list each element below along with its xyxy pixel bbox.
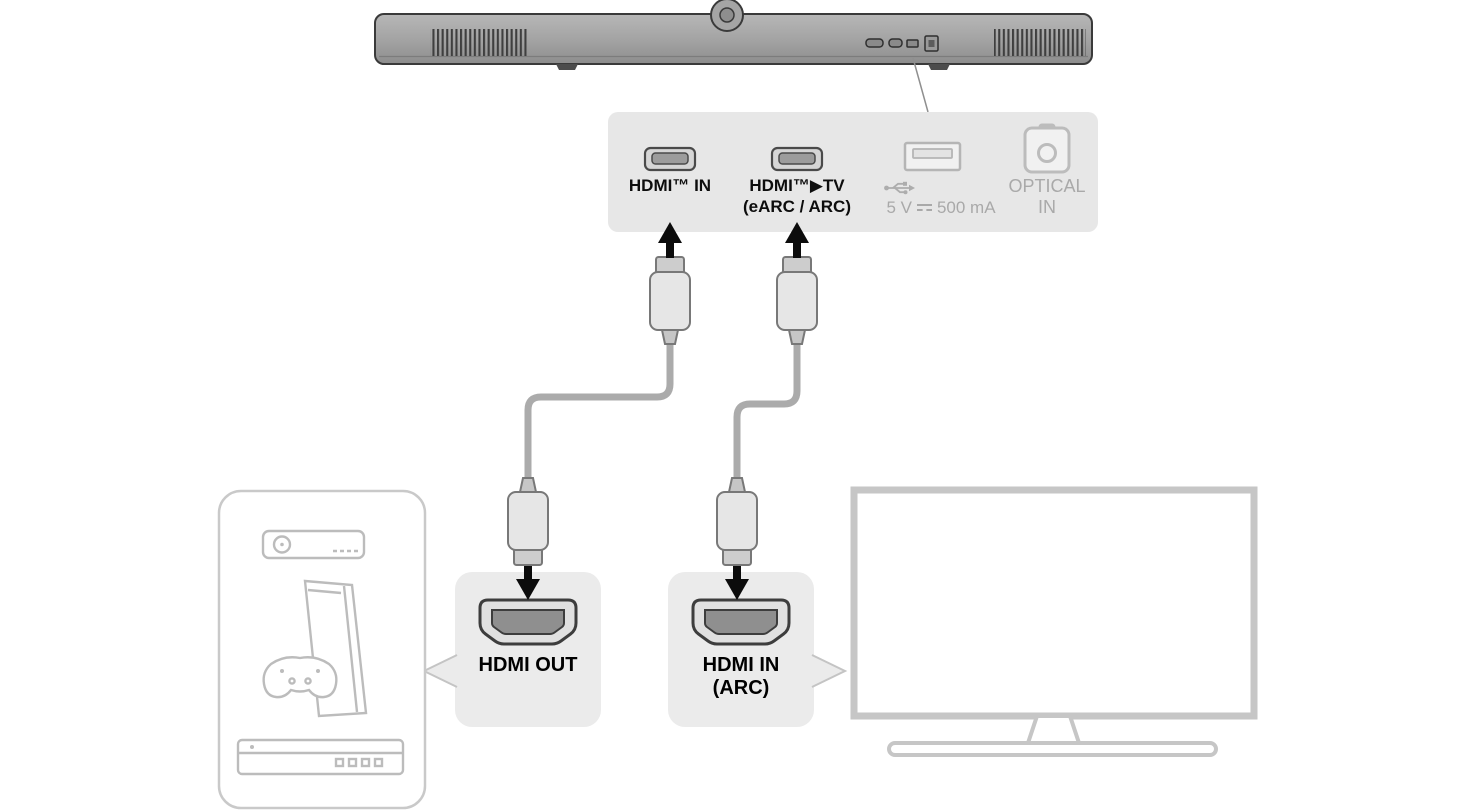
callout-line: [912, 57, 929, 113]
hdmi-plug-up-right: [776, 256, 818, 345]
optical-label-line1: OPTICAL: [1008, 176, 1086, 196]
hdmi-in-port-label: HDMI™ IN: [628, 176, 712, 195]
tv-icon: [850, 486, 1258, 757]
soundbar-icon: [374, 0, 1093, 70]
soundbar-foot-icon: [556, 64, 578, 70]
gamepad-icon: [262, 656, 338, 699]
hdmi-in-arc-label-line1: HDMI IN: [702, 654, 780, 676]
soundbar-ports-icon: [865, 35, 939, 52]
hdmi-plug-down-right: [716, 477, 758, 566]
hdmi-out-pointer: [421, 654, 458, 688]
hdmi-tv-port-sublabel: (eARC / ARC): [743, 197, 851, 216]
dc-symbol-icon: [916, 202, 932, 213]
rear-panel: [608, 112, 1098, 232]
hdmi-in-port-icon: [643, 146, 697, 172]
hdmi-in-arc-label-line2: (ARC): [712, 677, 770, 699]
hdmi-tv-port-label: HDMI™▶TV: [749, 176, 845, 195]
right-grille-icon: [994, 29, 1086, 56]
hdmi-socket-icon-out: [478, 598, 578, 646]
arrow-up-right-icon: [785, 222, 809, 258]
optical-port-icon: [1023, 123, 1071, 174]
usb-port-icon: [903, 141, 962, 172]
hdmi-cable-right: [733, 341, 801, 480]
source-devices-box: [217, 489, 427, 810]
hdmi-cable-left: [524, 341, 674, 480]
left-grille-icon: [430, 29, 527, 56]
arrow-down-right-icon: [725, 566, 749, 600]
hdmi-in-pointer: [811, 654, 848, 688]
usb-icon: [884, 181, 915, 195]
hdmi-socket-icon-in: [691, 598, 791, 646]
usb-volt-text: 5 V: [886, 198, 912, 217]
soundbar-foot-icon: [928, 64, 950, 70]
hdmi-plug-down-left: [507, 477, 549, 566]
arrow-up-left-icon: [658, 222, 682, 258]
arrow-down-left-icon: [516, 566, 540, 600]
usb-current-text: 500 mA: [936, 198, 996, 217]
disc-player-icon: [236, 738, 405, 776]
hdmi-in-arc-callout-box: [668, 572, 814, 727]
usb-power-label: 5 V 500 mA: [866, 198, 1016, 218]
hdmi-tv-port-icon: [770, 146, 824, 172]
set-top-box-icon: [261, 529, 366, 560]
hdmi-out-label: HDMI OUT: [478, 654, 578, 676]
optical-label-line2: IN: [1038, 197, 1056, 217]
hdmi-plug-up-left: [649, 256, 691, 345]
